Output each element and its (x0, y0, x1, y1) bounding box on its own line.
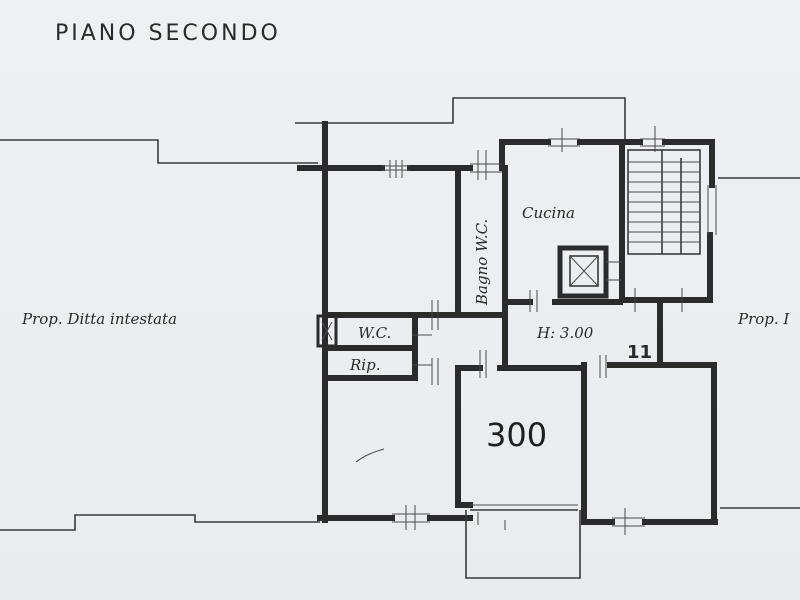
kitchen-north-wall-left (499, 139, 551, 171)
room-300-west-wall (455, 365, 483, 508)
left-neighbor-bottom-line (0, 514, 320, 531)
left-neighbor-top-line (0, 139, 318, 164)
right-property-label: Prop. I (737, 310, 790, 328)
plan-title: PIANO SECONDO (55, 21, 281, 46)
wc-label: W.C. (358, 324, 391, 342)
stair-north-wall (662, 139, 715, 188)
kitchen-label: Cucina (522, 204, 575, 222)
south-balcony (465, 504, 581, 579)
bathroom-label: Bagno W.C. (473, 219, 491, 306)
height-label: H: 3.00 (536, 324, 594, 342)
elevator-shaft (557, 245, 622, 299)
room-number-label: 11 (627, 342, 652, 363)
staircase (627, 149, 701, 255)
service-shaft (316, 314, 338, 348)
opening-marks (382, 126, 717, 535)
unit-number-label: 300 (486, 416, 547, 454)
left-property-label: Prop. Ditta intestata (21, 310, 177, 328)
storage-label: Rip. (349, 356, 380, 374)
top-terrace-outline (295, 97, 626, 140)
pencil-stroke (355, 448, 385, 463)
